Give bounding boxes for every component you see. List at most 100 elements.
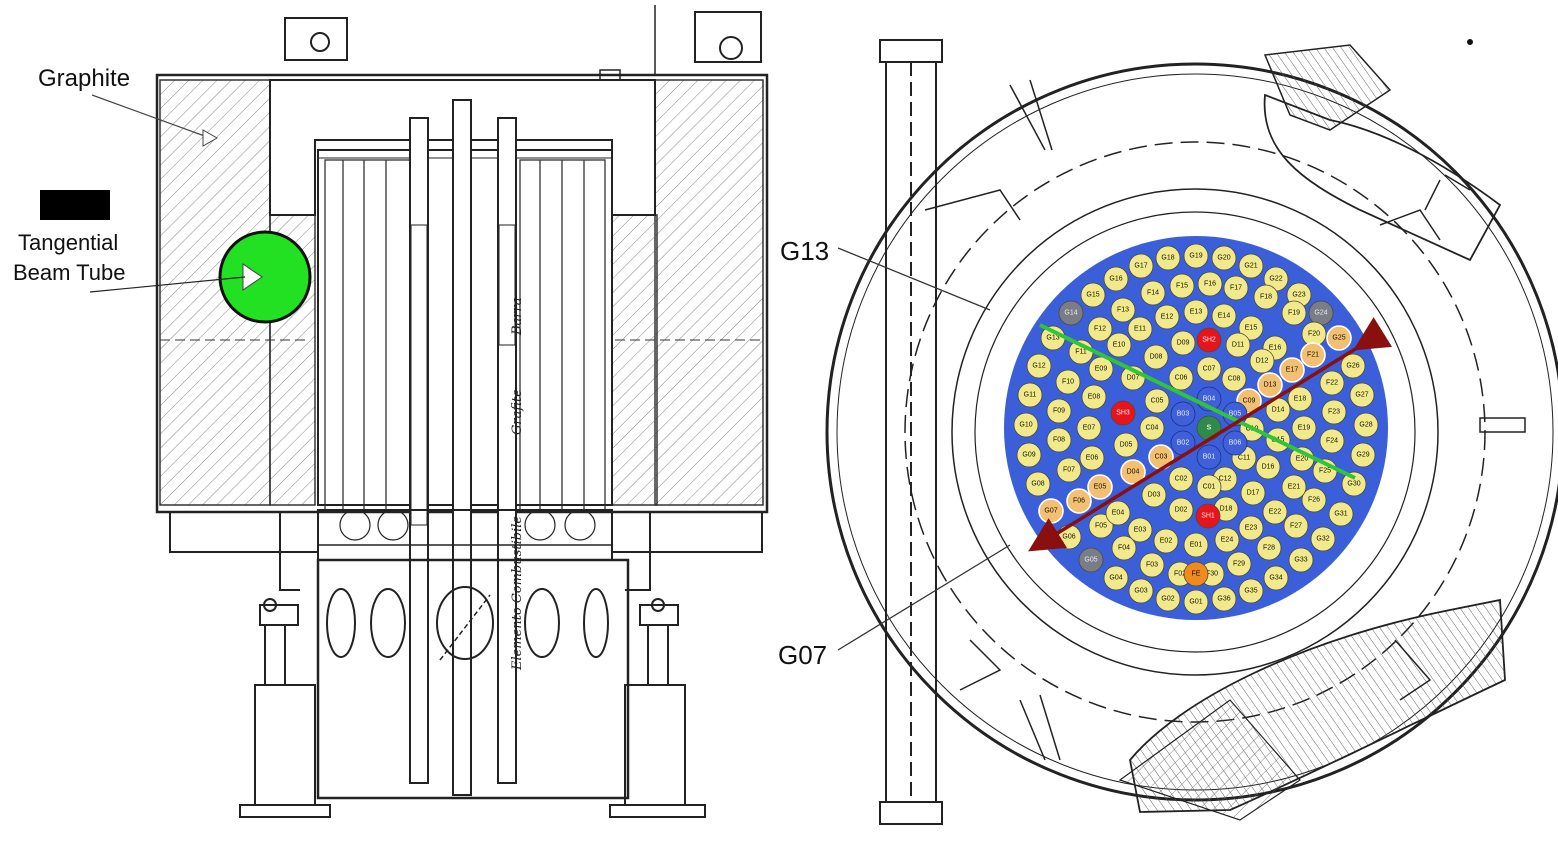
core-position-f14 [1140, 280, 1166, 306]
lifting-lug-left [284, 17, 348, 61]
core-label-c01: C01 [1203, 484, 1216, 491]
core-label-f10: F10 [1062, 379, 1074, 386]
graphite-block-right [654, 79, 764, 506]
core-label-b02: B02 [1177, 440, 1190, 447]
label-graphite-handwritten: Grafite [510, 389, 525, 435]
core-label-d16: D16 [1262, 464, 1275, 471]
core-label-d08: D08 [1150, 354, 1163, 361]
core-label-sh1: SH1 [1201, 513, 1215, 520]
core-label-d05: D05 [1120, 442, 1133, 449]
core-position-f16 [1197, 271, 1223, 297]
core-position-f03 [1139, 552, 1165, 578]
core-position-f17 [1223, 275, 1249, 301]
core-label-f28: F28 [1263, 545, 1275, 552]
core-label-e04: E04 [1112, 510, 1125, 517]
core-label-e01: E01 [1190, 542, 1203, 549]
core-label-s: S [1207, 425, 1212, 432]
core-position-g01 [1183, 589, 1209, 615]
core-label-c08: C08 [1228, 376, 1241, 383]
core-position-g20 [1211, 245, 1237, 271]
core-label-f09: F09 [1053, 408, 1065, 415]
core-position-g16 [1103, 266, 1129, 292]
core-label-c09: C09 [1243, 398, 1256, 405]
core-label-d13: D13 [1264, 382, 1277, 389]
callout-g07: G07 [778, 640, 827, 670]
core-label-f23: F23 [1328, 409, 1340, 416]
lug-hole-right [719, 36, 743, 60]
core-label-d17: D17 [1247, 490, 1260, 497]
core-label-e02: E02 [1160, 538, 1173, 545]
label-rod-handwritten: Barra [510, 298, 525, 336]
core-label-f14: F14 [1147, 290, 1159, 297]
side-section-view: Elemento Combustibile Grafite Barra Grap… [13, 5, 769, 818]
core-label-g05: G05 [1084, 557, 1097, 564]
core-label-b04: B04 [1203, 396, 1216, 403]
flow-holes [326, 586, 609, 660]
core-position-g34 [1263, 565, 1289, 591]
core-label-c07: C07 [1203, 366, 1216, 373]
core-label-g09: G09 [1022, 452, 1035, 459]
core-position-g19 [1183, 243, 1209, 269]
core-label-g10: G10 [1019, 422, 1032, 429]
core-position-g35 [1238, 578, 1264, 604]
core-label-g04: G04 [1109, 575, 1122, 582]
core-label-g33: G33 [1294, 557, 1307, 564]
core-label-g28: G28 [1359, 422, 1372, 429]
core-label-e09: E09 [1095, 366, 1108, 373]
core-label-e24: E24 [1221, 537, 1234, 544]
core-label-e03: E03 [1134, 527, 1147, 534]
core-label-d03: D03 [1148, 492, 1161, 499]
core-label-c04: C04 [1146, 425, 1159, 432]
core-label-e12: E12 [1161, 314, 1174, 321]
core-label-f08: F08 [1053, 437, 1065, 444]
core-label-f20: F20 [1308, 331, 1320, 338]
core-label-f17: F17 [1230, 285, 1242, 292]
core-label-f04: F04 [1118, 545, 1130, 552]
lower-grid-box [316, 558, 630, 800]
core-label-g22: G22 [1269, 276, 1282, 283]
core-label-g32: G32 [1316, 536, 1329, 543]
core-label-g21: G21 [1244, 263, 1257, 270]
core-label-d14: D14 [1272, 407, 1285, 414]
beam-tube-label-line1: Tangential [18, 230, 118, 255]
core-label-g34: G34 [1269, 575, 1282, 582]
core-label-d12: D12 [1256, 358, 1269, 365]
reflector-ring [951, 188, 1439, 676]
core-label-g17: G17 [1134, 263, 1147, 270]
label-fuel-element: Elemento Combustibile [510, 516, 525, 671]
core-label-f19: F19 [1288, 310, 1300, 317]
core-label-d04: D04 [1127, 469, 1140, 476]
core-position-f29 [1226, 551, 1252, 577]
core-label-g12: G12 [1032, 363, 1045, 370]
core-label-e05: E05 [1094, 484, 1107, 491]
callout-g13: G13 [780, 236, 829, 266]
core-label-e06: E06 [1086, 455, 1099, 462]
core-label-f30: F30 [1206, 571, 1218, 578]
core-label-e21: E21 [1288, 484, 1301, 491]
core-label-g25: G25 [1332, 335, 1345, 342]
vertical-beam-pipe [879, 39, 943, 825]
core-label-g20: G20 [1217, 255, 1230, 262]
core-label-e08: E08 [1088, 394, 1101, 401]
core-label-e19: E19 [1298, 425, 1311, 432]
core-label-f05: F05 [1095, 523, 1107, 530]
core-position-g03 [1128, 578, 1154, 604]
core-position-g21 [1238, 253, 1264, 279]
beam-tube-label-line2: Beam Tube [13, 260, 126, 285]
core-label-d07: D07 [1127, 375, 1140, 382]
core-label-f06: F06 [1073, 498, 1085, 505]
core-label-g27: G27 [1355, 392, 1368, 399]
core-label-c02: C02 [1175, 476, 1188, 483]
core-label-g19: G19 [1189, 253, 1202, 260]
core-label-f18: F18 [1260, 294, 1272, 301]
core-label-g03: G03 [1134, 588, 1147, 595]
core-label-e10: E10 [1113, 342, 1126, 349]
core-position-g17 [1128, 253, 1154, 279]
core-label-f27: F27 [1290, 523, 1302, 530]
core-label-g29: G29 [1356, 452, 1369, 459]
core-label-g15: G15 [1086, 292, 1099, 299]
core-label-f24: F24 [1326, 438, 1338, 445]
core-label-f16: F16 [1204, 281, 1216, 288]
